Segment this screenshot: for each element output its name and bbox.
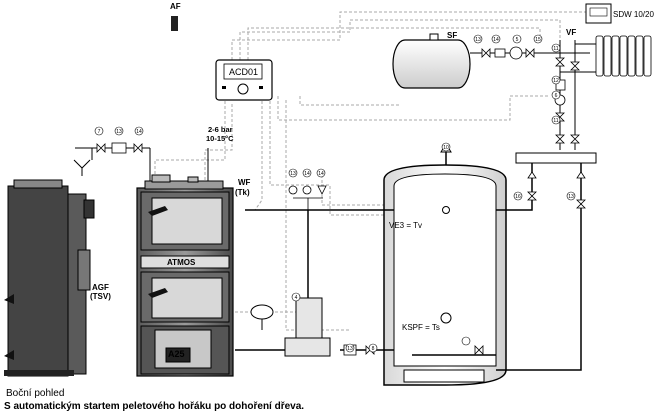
loading-unit: [250, 297, 331, 357]
a25-label: A25: [168, 349, 185, 359]
af-label: AF: [170, 2, 181, 11]
tsv-label: (TSV): [90, 292, 111, 301]
num-13d: 13: [568, 194, 574, 200]
ve3-label: VE3 = Tv: [389, 221, 422, 230]
num-15: 15: [535, 37, 541, 43]
tank-side-valves: [474, 171, 586, 355]
kspf-label: KSPF = Ts: [402, 323, 440, 332]
radiator-icon: [595, 35, 652, 77]
num-14b: 14: [493, 37, 499, 43]
num-13c: 13: [290, 171, 296, 177]
num-13b: 13: [475, 37, 481, 43]
num-14a: 14: [136, 129, 142, 135]
water-heater-cylinder: [392, 33, 471, 89]
num-11: 11: [553, 46, 558, 52]
temperature-label: 10-15°C: [206, 134, 234, 143]
num-7: 7: [98, 129, 101, 135]
cold-water-fittings: [96, 142, 143, 154]
num-4: 4: [295, 295, 298, 301]
vf-label: VF: [566, 28, 576, 37]
side-view-caption: Boční pohled: [6, 388, 65, 399]
boiler-front: [136, 174, 234, 377]
acd-label: ACD01: [229, 67, 258, 77]
num-12: 12: [553, 78, 559, 84]
boiler-instruments: [288, 185, 327, 210]
num-13e: 13: [347, 346, 353, 352]
accumulation-tank: [383, 164, 507, 386]
controller-acd01: ACD01: [215, 59, 273, 101]
pressure-label: 2-6 bar: [208, 125, 233, 134]
component-number-labels: 7 13 14 13 14 15 5 11 12 6 11 13 14 14 1…: [98, 37, 574, 352]
num-16: 16: [515, 194, 521, 200]
control-wiring: [154, 11, 590, 331]
sf-line-valves: [481, 46, 535, 60]
num-13a: 13: [116, 129, 122, 135]
tk-label: (Tk): [235, 188, 250, 197]
num-8: 8: [372, 346, 375, 352]
num-14d: 14: [318, 171, 324, 177]
tank-probe-upper: [442, 206, 450, 214]
footer-caption: S automatickým startem peletového hořáku…: [4, 401, 305, 412]
wf-label: WF: [238, 178, 251, 187]
boiler-side-view: [4, 179, 95, 377]
sdw-label: SDW 10/20: [613, 10, 654, 19]
sf-label: SF: [447, 31, 457, 40]
num-5: 5: [516, 37, 519, 43]
num-6: 6: [555, 93, 558, 99]
atmos-label: ATMOS: [167, 258, 196, 267]
outdoor-sensor-icon: [171, 16, 178, 31]
component-numbers: [94, 34, 576, 353]
num-10: 10: [443, 145, 449, 151]
tank-probe-lower: [440, 312, 452, 324]
num-11b: 11: [553, 118, 558, 124]
agf-label: AGF: [92, 283, 109, 292]
manifold-bar: [515, 152, 597, 164]
thermostat-sdw: [585, 3, 612, 24]
num-14c: 14: [304, 171, 310, 177]
